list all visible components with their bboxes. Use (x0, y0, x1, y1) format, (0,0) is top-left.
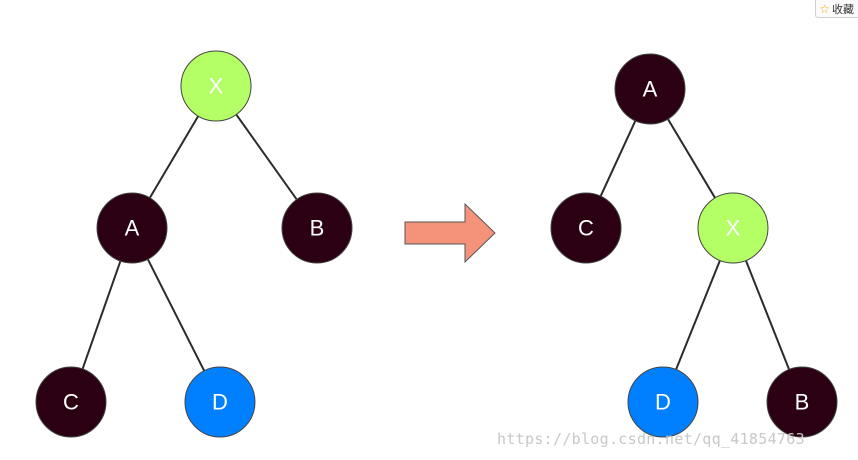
before-node-a: A (96, 192, 168, 264)
before-node-circle-b (281, 192, 353, 264)
before-edge-a-c (81, 260, 122, 370)
before-node-b: B (281, 192, 353, 264)
after-node-d: D (627, 366, 699, 438)
after-node-label-a: A (643, 77, 658, 102)
watermark-text: https://blog.csdn.net/qq_41854763 (497, 430, 805, 448)
after-node-a: A (614, 53, 686, 125)
after-node-b: B (766, 366, 838, 438)
after-node-label-d: D (655, 390, 671, 415)
before-node-label-a: A (125, 216, 140, 241)
before-tree: X A B C D (35, 50, 353, 438)
star-icon: ☆ (819, 1, 830, 16)
after-node-label-c: C (578, 216, 594, 241)
after-node-circle-b (766, 366, 838, 438)
before-node-d: D (184, 366, 256, 438)
before-node-label-d: D (212, 390, 228, 415)
favorite-button[interactable]: ☆ 收藏 (815, 0, 858, 18)
before-edge-a-d (146, 258, 206, 372)
after-edge-x-b (744, 260, 791, 370)
after-node-circle-a (614, 53, 686, 125)
after-edge-x-d (675, 260, 721, 370)
after-edge-a-c (599, 120, 637, 197)
before-node-label-x: X (209, 74, 224, 99)
after-node-circle-d (627, 366, 699, 438)
after-node-label-x: X (726, 216, 741, 241)
before-node-circle-a (96, 192, 168, 264)
after-node-circle-x (697, 192, 769, 264)
before-node-c: C (35, 366, 107, 438)
before-node-circle-d (184, 366, 256, 438)
before-node-circle-x (180, 50, 252, 122)
before-node-x: X (180, 50, 252, 122)
before-edge-x-b (235, 113, 298, 201)
after-node-c: C (550, 192, 622, 264)
before-node-label-b: B (310, 216, 325, 241)
before-node-label-c: C (63, 390, 79, 415)
after-node-label-b: B (795, 390, 810, 415)
after-node-circle-c (550, 192, 622, 264)
before-edge-x-a (148, 115, 200, 199)
after-tree: A C X D B (550, 53, 838, 438)
before-node-circle-c (35, 366, 107, 438)
transform-arrow-icon (404, 202, 496, 264)
after-node-x: X (697, 192, 769, 264)
after-edge-a-x (667, 118, 716, 199)
favorite-label: 收藏 (832, 2, 854, 16)
